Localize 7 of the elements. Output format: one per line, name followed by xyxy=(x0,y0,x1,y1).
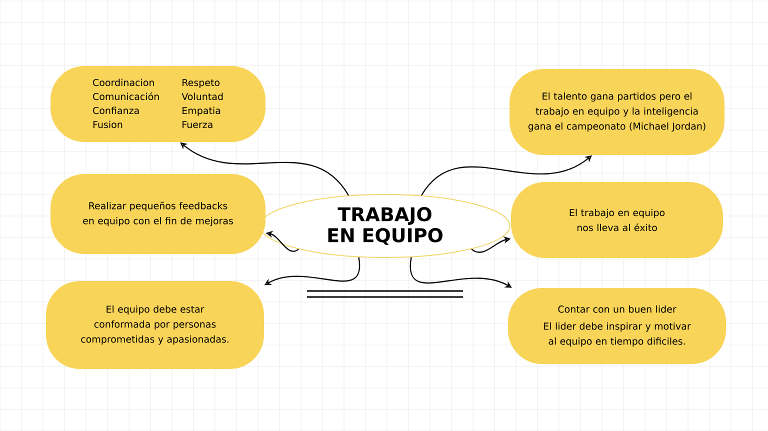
idea-bubble: Coordinacion Respeto Comunicación Voluntad Confianza Empatia Fusion Fuerza xyxy=(50,66,266,142)
curvy-arrow xyxy=(180,142,350,196)
idea-bubble: Contar con un buen lider El lider debe inspirar y motivar al equipo en tiempo dificiles. xyxy=(508,288,726,364)
idea-bubble: El trabajo en equipo nos lleva al éxito xyxy=(511,182,723,258)
idea-bubble: Realizar pequeños feedbacks en equipo con el fin de mejoras xyxy=(50,174,266,254)
idea-bubble: El equipo debe estar conformada por personas comprometidas y apasionadas. xyxy=(46,281,264,369)
idea-bubble: El talento gana partidos pero el trabajo en equipo y la inteligencia gana el campeonato (Michael Jordan) xyxy=(510,69,724,155)
